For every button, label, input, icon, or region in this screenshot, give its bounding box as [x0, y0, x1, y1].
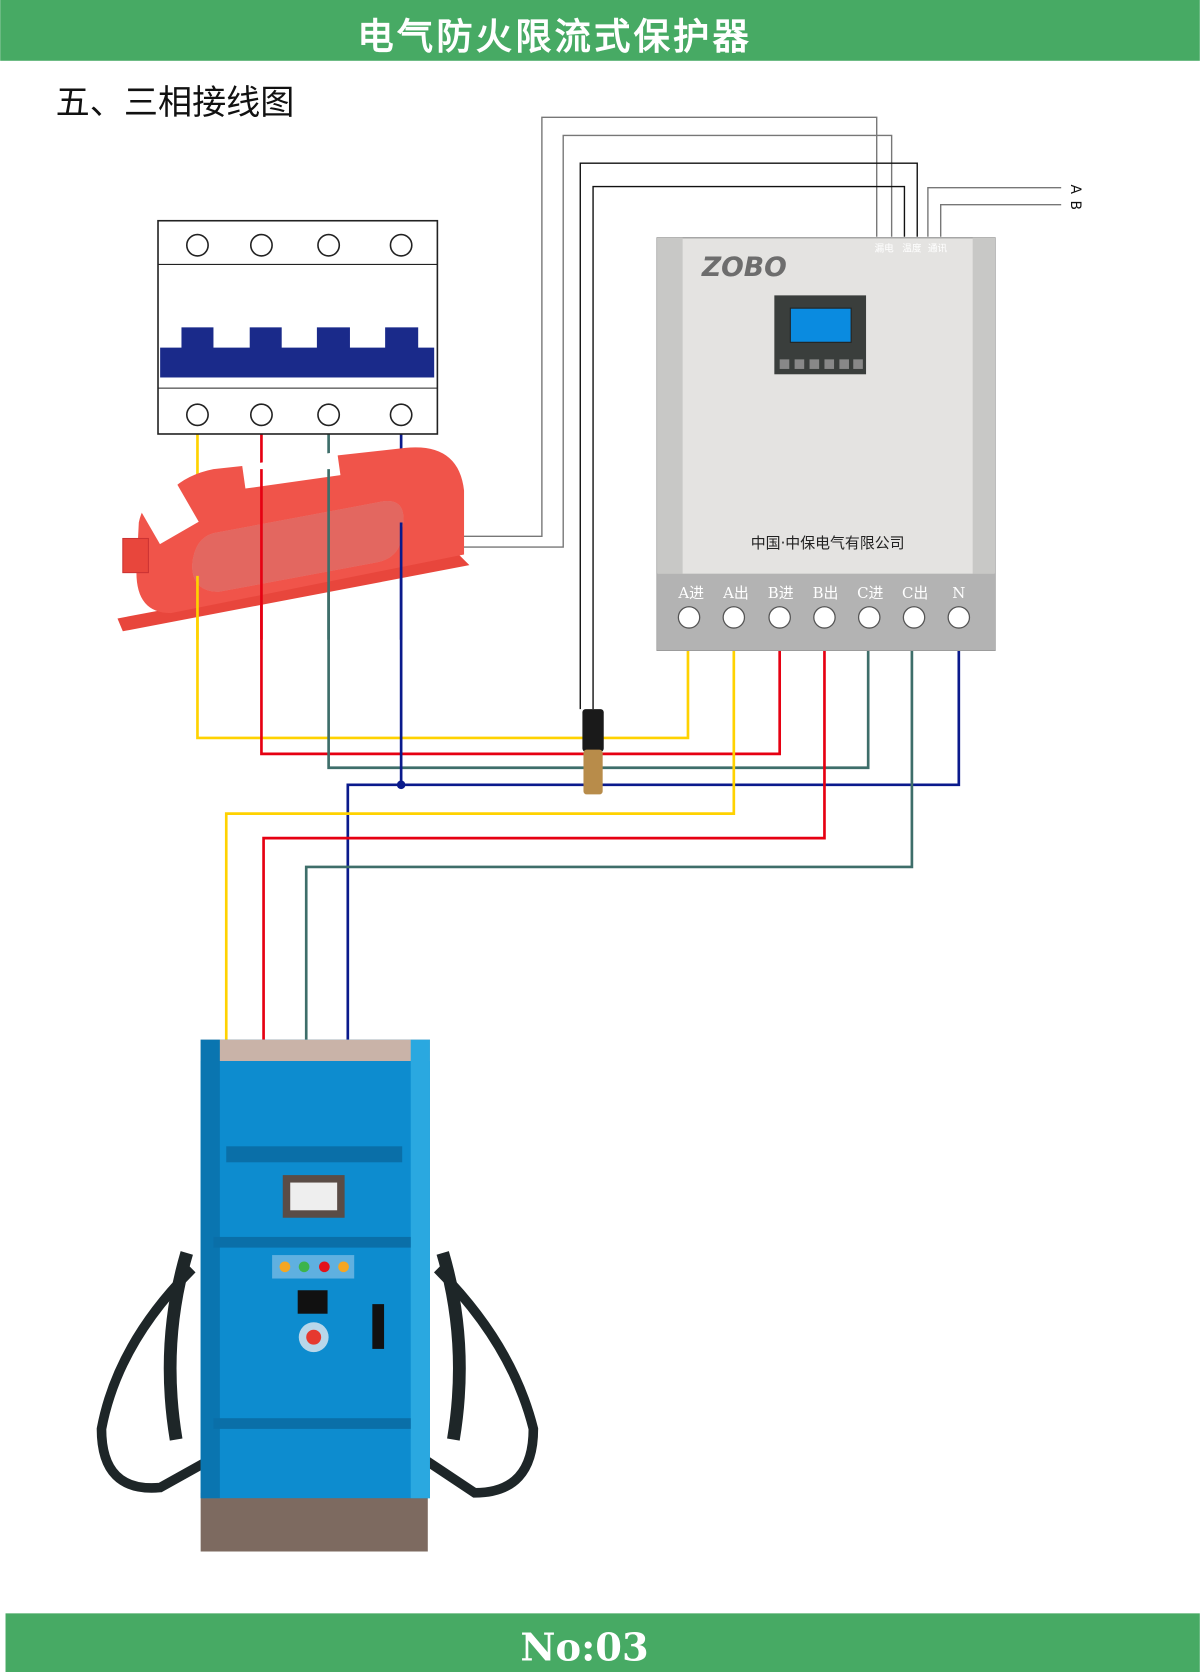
footer-bar: [5, 1613, 1200, 1672]
section-title: 五、三相接线图: [56, 83, 295, 123]
terminal-label-b-in: B进: [768, 584, 794, 602]
header-bar: [0, 0, 1200, 61]
terminal-label-c-in: C进: [857, 584, 883, 602]
terminal-screws: [677, 606, 971, 629]
ev-charger: [96, 1039, 539, 1552]
device-display-panel: [774, 295, 867, 375]
current-transformer: [117, 447, 470, 632]
comm-label-b: B: [1067, 200, 1083, 210]
terminal-label-b-out: B出: [813, 584, 839, 602]
terminal-label-a-out: A出: [722, 584, 749, 602]
temperature-sensor: [582, 709, 604, 795]
signal-wires: [456, 116, 1062, 710]
junction-dot: [396, 780, 406, 790]
device-logo: ZOBO: [701, 252, 787, 283]
port-label-leakage: 漏电: [875, 243, 895, 255]
port-label-temperature: 温度: [902, 243, 922, 255]
terminal-label-a-in: A进: [677, 584, 704, 602]
terminal-label-n: N: [952, 584, 965, 602]
page-number: No:03: [520, 1625, 648, 1670]
header-title: 电气防火限流式保护器: [357, 15, 752, 58]
comm-label-a: A: [1067, 184, 1083, 194]
company-name: 中国·中保电气有限公司: [751, 534, 905, 552]
circuit-breaker: [157, 219, 439, 435]
terminal-label-c-out: C出: [902, 584, 928, 602]
protector-device: ZOBO 漏电 温度 通讯 中国·中保电气有限公司 A进 A出 B进 B出 C进…: [656, 237, 996, 651]
port-label-comm: 通讯: [928, 244, 948, 255]
